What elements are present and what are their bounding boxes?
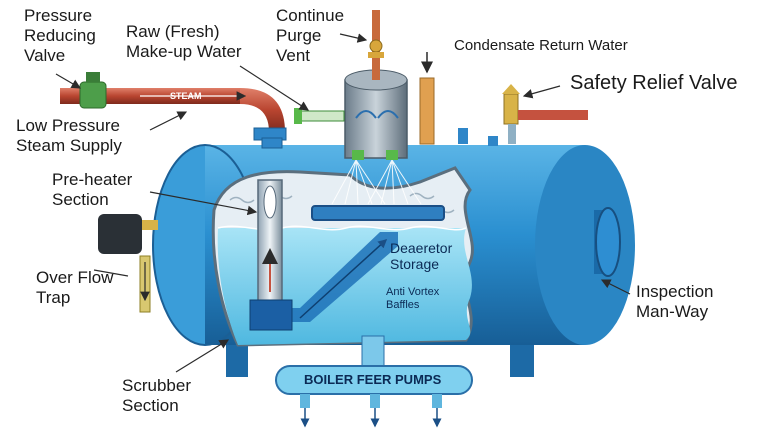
callout-makeup-water bbox=[239, 65, 310, 111]
label-line: Continue bbox=[276, 6, 345, 25]
label-condensate-return-water: Condensate Return Water bbox=[454, 37, 628, 54]
deaerator-dome bbox=[344, 69, 408, 160]
label-line: Low Pressure bbox=[16, 116, 120, 135]
label-line: Trap bbox=[36, 288, 71, 307]
label-line: Purge bbox=[276, 26, 322, 45]
label-line: Pre-heater bbox=[52, 170, 133, 189]
purge-vent-pipe bbox=[368, 10, 384, 80]
label-line: Section bbox=[122, 396, 179, 415]
label-line: Storage bbox=[390, 256, 440, 272]
callout-steam-supply bbox=[149, 111, 188, 131]
callout-pressure-valve bbox=[55, 73, 82, 89]
label-line: Anti Vortex bbox=[386, 286, 440, 298]
label-line: Valve bbox=[24, 46, 66, 65]
steam-pipe-text: STEAM bbox=[170, 91, 202, 101]
safety-relief-valve-body bbox=[502, 84, 588, 144]
label-anti-vortex-baffles: Anti Vortex Baffles bbox=[386, 286, 439, 312]
label-boiler-feed-pumps: BOILER FEER PUMPS bbox=[304, 372, 442, 387]
callout-preheater bbox=[149, 191, 258, 216]
pump-header bbox=[275, 335, 473, 428]
label-continue-purge-vent: Continue Purge Vent bbox=[276, 6, 344, 66]
callout-scrubber bbox=[175, 339, 230, 373]
label-line: Inspection bbox=[636, 282, 714, 301]
label-over-flow-trap: Over Flow Trap bbox=[36, 268, 113, 308]
label-line: Make-up Water bbox=[126, 42, 242, 61]
callout-inspection bbox=[600, 279, 631, 295]
label-line: Scrubber bbox=[122, 376, 191, 395]
label-pre-heater-section: Pre-heater Section bbox=[52, 170, 132, 210]
condensate-return-pipe bbox=[419, 52, 435, 145]
spray-nozzles bbox=[331, 159, 422, 205]
label-scrubber-section: Scrubber Section bbox=[122, 376, 191, 416]
label-line: Over Flow bbox=[36, 268, 114, 287]
label-low-pressure-steam-supply: Low Pressure Steam Supply bbox=[16, 116, 122, 156]
label-line: Deaeretor bbox=[390, 240, 453, 256]
label-line: Raw (Fresh) bbox=[126, 22, 220, 41]
label-safety-relief-valve: Safety Relief Valve bbox=[570, 72, 738, 94]
inspection-manway bbox=[594, 207, 621, 277]
deaerator-tray bbox=[311, 205, 445, 221]
label-line: Baffles bbox=[386, 299, 420, 311]
label-line: Steam Supply bbox=[16, 136, 122, 155]
label-line: Man-Way bbox=[636, 302, 709, 321]
top-nozzle bbox=[261, 137, 283, 149]
callout-overflow bbox=[93, 269, 129, 277]
callout-purge-vent bbox=[339, 33, 368, 43]
overflow-trap bbox=[98, 214, 158, 313]
vortex-channel bbox=[285, 232, 398, 322]
label-line: Pressure bbox=[24, 6, 93, 25]
label-pressure-reducing-valve: Pressure Reducing Valve bbox=[24, 6, 96, 66]
pressure-reducing-valve-body bbox=[79, 72, 107, 109]
label-line: Reducing bbox=[24, 26, 96, 45]
label-deaerator-storage: Deaeretor Storage bbox=[390, 240, 452, 272]
makeup-water-pipe bbox=[294, 108, 345, 124]
label-line: Vent bbox=[276, 46, 311, 65]
callout-safety-valve bbox=[522, 85, 561, 99]
label-inspection-man-way: Inspection Man-Way bbox=[636, 282, 714, 322]
top-nozzle bbox=[458, 128, 468, 144]
top-nozzle bbox=[488, 136, 498, 146]
preheater-tube bbox=[249, 179, 293, 331]
callout-lines bbox=[55, 33, 631, 373]
label-raw-makeup-water: Raw (Fresh) Make-up Water bbox=[126, 22, 242, 62]
label-line: Section bbox=[52, 190, 109, 209]
